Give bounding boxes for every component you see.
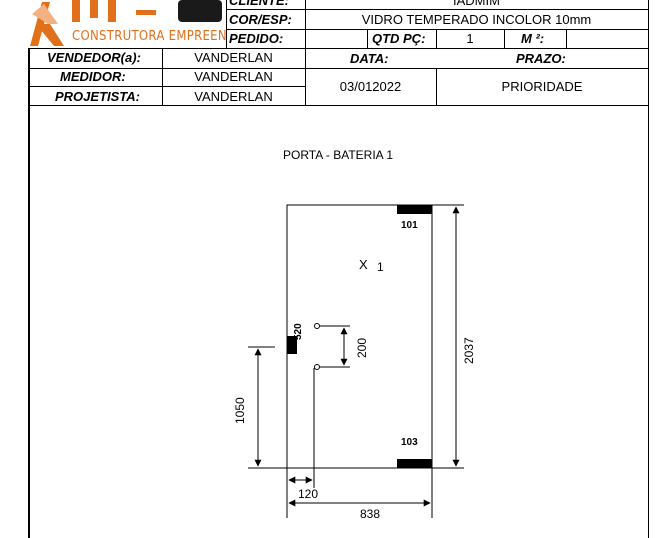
data-label: DATA: [350,51,389,66]
dim-handle-height: 1050 [233,397,247,424]
mark-qty: 1 [377,260,384,274]
logo-graphic [30,0,222,46]
dim-width: 838 [360,507,381,521]
projetista-value: VANDERLAN [194,89,273,104]
grid-line [226,0,227,48]
handle-hole-bottom [314,364,320,370]
grid-line [367,29,368,48]
data-value: 03/012022 [339,79,402,94]
prazo-label: PRAZO: [516,51,566,66]
dim-handle-spacing: 200 [355,337,369,358]
grid-line [305,0,306,105]
grid-line [28,48,648,49]
hardware-top-code: 101 [401,220,418,231]
grid-line [28,86,305,87]
pedido-label: PEDIDO: [229,31,284,46]
cliente-value: IADMIM [453,0,500,8]
page-border-right [648,0,649,538]
grid-line [28,105,648,106]
grid-line [28,68,648,69]
grid-line [162,48,163,105]
logo-company-line: CONSTRUTORA EMPREENDIMENTOS [72,29,226,44]
page-border-left [28,48,30,538]
qtd-label: QTD PÇ: [372,31,426,46]
qtd-value: 1 [466,31,474,46]
mark-label: X [359,257,368,272]
dim-handle-offset: 120 [298,487,319,501]
grid-line [436,29,437,48]
glass-panel-outline [286,204,433,469]
medidor-value: VANDERLAN [194,69,273,84]
hardware-bottom [397,459,432,468]
prazo-value: PRIORIDADE [501,79,583,94]
hardware-side-code: 520 [293,323,304,340]
grid-line [566,29,567,48]
projetista-label: PROJETISTA: [55,89,140,104]
hardware-top [397,205,432,214]
vendedor-value: VANDERLAN [194,50,273,65]
cor-esp-label: COR/ESP: [229,12,292,27]
grid-line [436,68,437,105]
cliente-label: CLIENTE: [229,0,289,8]
grid-line [226,29,648,30]
handle-hole-top [314,323,320,329]
cor-esp-value: VIDRO TEMPERADO INCOLOR 10mm [361,12,592,27]
hardware-bottom-code: 103 [401,437,418,448]
drawing-title: PORTA - BATERIA 1 [283,148,394,162]
grid-line [504,29,505,48]
hardware-side [287,336,297,354]
vendedor-label: VENDEDOR(a): [47,50,141,65]
dim-height: 2037 [462,337,476,364]
grid-line [226,9,648,10]
m2-label: M ²: [521,31,545,46]
company-logo: CONSTRUTORA EMPREENDIMENTOS [28,0,226,48]
medidor-label: MEDIDOR: [60,69,126,84]
